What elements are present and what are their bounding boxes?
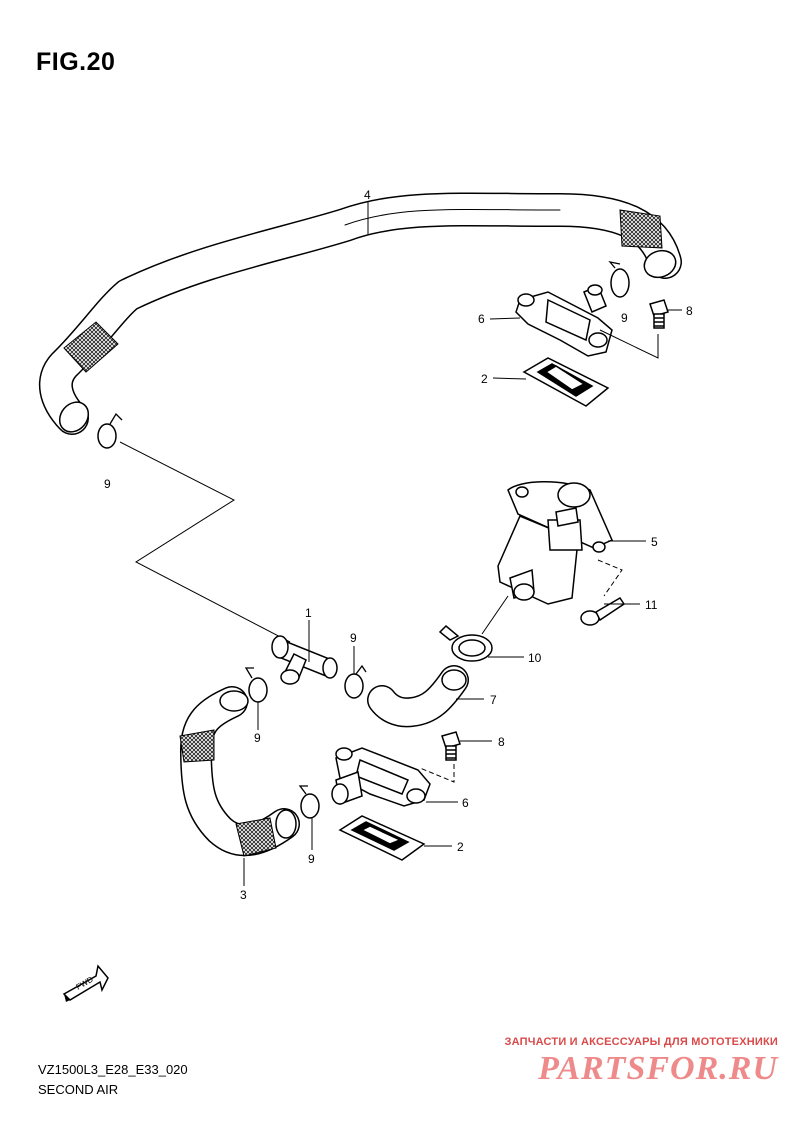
hose-3-end-top	[219, 690, 249, 712]
reed-valve-upper	[522, 357, 610, 407]
clamp-9-upper-left	[97, 423, 117, 449]
reed-valve-cover-upper	[515, 284, 613, 357]
callout-9-mid-left: 9	[254, 731, 261, 745]
leader-2-upper	[492, 377, 527, 380]
callout-9-lower: 9	[308, 852, 315, 866]
bolt-8-lower-dash	[419, 764, 455, 783]
callout-8-lower: 8	[498, 735, 505, 749]
callout-9-upper-right: 9	[621, 311, 628, 325]
hose-4-end-left	[58, 401, 90, 433]
clamp-9-lower-tab	[298, 785, 308, 795]
clamp-9-lower	[300, 793, 320, 819]
hose-4-end-right	[643, 249, 677, 279]
watermark-tagline: ЗАПЧАСТИ И АКСЕССУАРЫ ДЛЯ МОТОТЕХНИКИ	[504, 1036, 778, 1048]
callout-4: 4	[364, 188, 371, 202]
air-control-valve	[497, 481, 613, 605]
fwd-arrow: FWD	[62, 964, 109, 1002]
callout-3: 3	[240, 888, 247, 902]
screw-11	[580, 596, 626, 626]
bolt-8-upper-dash	[599, 329, 659, 359]
callout-7: 7	[490, 693, 497, 707]
hose-7-end	[441, 669, 467, 691]
section-name: SECOND AIR	[38, 1082, 119, 1097]
figure-title: FIG.20	[36, 48, 116, 76]
clamp-9-upper-left-tab	[109, 412, 123, 425]
bolt-8-lower	[441, 731, 461, 761]
pipe-1	[271, 635, 338, 685]
callout-11: 11	[645, 598, 658, 612]
hose-4-mesh-left	[63, 321, 119, 373]
hose-3-mesh-upper	[179, 729, 215, 763]
clamp-9-mid-left	[248, 677, 268, 703]
callout-5: 5	[651, 535, 658, 549]
callout-10: 10	[528, 651, 542, 665]
clamp-9-upper-right-tab	[608, 261, 621, 269]
clamp-9-mid-right-tab	[355, 664, 367, 675]
leader-6-upper	[489, 317, 521, 320]
callout-9-mid-right: 9	[350, 631, 357, 645]
model-code: VZ1500L3_E28_E33_020	[38, 1062, 188, 1077]
callout-8-upper: 8	[686, 304, 693, 318]
callout-2-lower: 2	[457, 840, 464, 854]
callout-1: 1	[305, 606, 312, 620]
bolt-8-upper	[649, 299, 669, 329]
watermark-brand: PARTSFOR.RU	[538, 1050, 778, 1087]
callout-2-upper: 2	[481, 372, 488, 386]
clamp-9-upper-right	[610, 268, 630, 298]
clamp-9-mid-right	[344, 673, 364, 699]
hose-7	[367, 665, 469, 728]
callout-6-upper: 6	[478, 312, 485, 326]
hose-3-end-bottom	[275, 809, 297, 839]
hose-3-mesh-lower	[235, 817, 277, 857]
callout-9-upper-left: 9	[104, 477, 111, 491]
valve-dash	[597, 559, 623, 597]
valve-to-clamp	[481, 595, 509, 635]
clamp-9-mid-left-tab	[244, 667, 254, 679]
hose-4	[38, 192, 682, 435]
clamp-10	[438, 624, 493, 662]
callout-6-lower: 6	[462, 796, 469, 810]
connection-line	[119, 441, 291, 643]
reed-valve-cover-lower	[331, 747, 431, 807]
hose-4-mesh-right	[619, 209, 663, 249]
reed-valve-lower	[338, 815, 426, 861]
